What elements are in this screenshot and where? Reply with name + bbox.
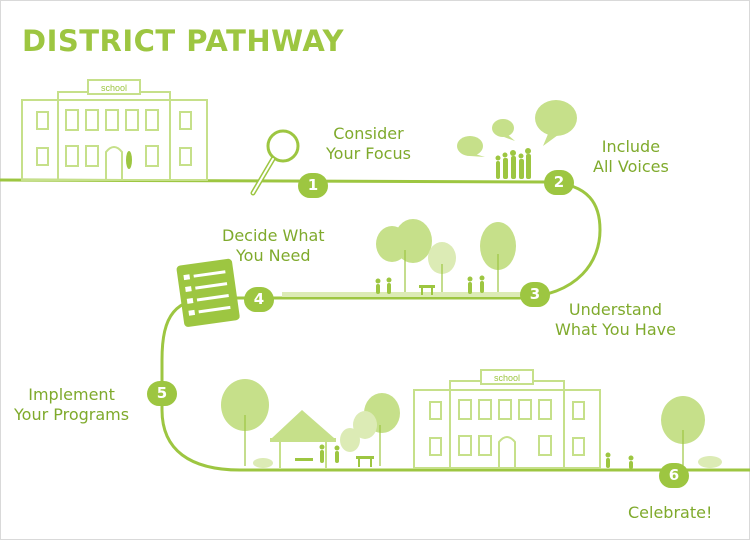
step-2-badge: 2 xyxy=(544,170,574,195)
school-sign-text: school xyxy=(494,373,520,383)
picnic-table-icon xyxy=(419,285,435,288)
school-sign-text: school xyxy=(101,83,127,93)
gazebo-icon xyxy=(270,410,336,468)
step-5-badge: 5 xyxy=(147,381,177,406)
school-building-icon xyxy=(22,80,207,180)
person-icon xyxy=(126,151,132,169)
school-building-icon xyxy=(414,370,600,468)
step-6-label: Celebrate! xyxy=(628,503,712,523)
step-2-line-2: All Voices xyxy=(593,157,669,177)
magnifying-glass-icon xyxy=(253,131,298,193)
step-4-line-1: Decide What xyxy=(222,226,325,246)
step-1-badge: 1 xyxy=(298,173,328,198)
step-6-badge: 6 xyxy=(659,463,689,488)
step-3-badge: 3 xyxy=(520,282,550,307)
tree-icon xyxy=(340,428,360,452)
checklist-icon xyxy=(176,258,240,327)
step-3-line-1: Understand xyxy=(555,300,676,320)
people-group-icon xyxy=(496,148,532,179)
page-title: DISTRICT PATHWAY xyxy=(22,24,344,58)
step-2-label: Include All Voices xyxy=(593,137,669,177)
step-6-line-1: Celebrate! xyxy=(628,503,712,523)
step-4-line-2: You Need xyxy=(222,246,325,266)
step-4-badge: 4 xyxy=(244,287,274,312)
step-1-line-2: Your Focus xyxy=(326,144,411,164)
step-2-line-1: Include xyxy=(593,137,669,157)
step-5-label: Implement Your Programs xyxy=(14,385,129,425)
picnic-table-icon xyxy=(356,456,374,459)
step-3-label: Understand What You Have xyxy=(555,300,676,340)
speech-bubbles-icon xyxy=(457,100,577,157)
step-5-line-2: Your Programs xyxy=(14,405,129,425)
tree-icon xyxy=(394,219,432,263)
step-4-label: Decide What You Need xyxy=(222,226,325,266)
step-1-line-1: Consider xyxy=(326,124,411,144)
step-5-line-1: Implement xyxy=(14,385,129,405)
step-3-line-2: What You Have xyxy=(555,320,676,340)
step-1-label: Consider Your Focus xyxy=(326,124,411,164)
